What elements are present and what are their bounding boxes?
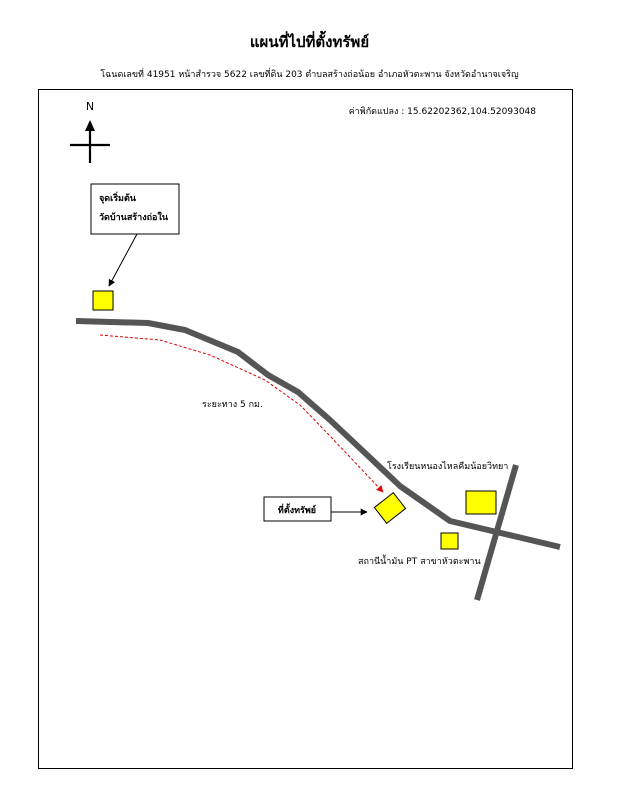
start-point-marker <box>92 290 114 311</box>
coordinates-label: ค่าพิกัดแปลง : 15.62202362,104.52093048 <box>349 106 537 117</box>
cross-road <box>474 464 519 601</box>
map-frame <box>38 89 573 769</box>
distance-label: ระยะทาง 5 กม. <box>202 400 263 410</box>
north-label: N <box>86 100 94 113</box>
start-point-callout <box>90 183 180 235</box>
route-path <box>99 334 384 493</box>
deed-subtitle: โฉนดเลขที่ 41951 หน้าสำรวจ 5622 เลขที่ดิ… <box>100 70 519 80</box>
start-point-label-line2: วัดบ้านสร้างถ่อใน <box>99 211 169 223</box>
map-title: แผนที่ไปที่ตั้งทรัพย์ <box>249 33 370 51</box>
start-point-label-line1: จุดเริ่มต้น <box>99 191 137 204</box>
school-label: โรงเรียนหนองไหลคืมน้อยวิทยา <box>387 461 508 472</box>
school-marker <box>465 490 497 515</box>
gas-station-label: สถานีน้ำมัน PT สาขาหัวตะพาน <box>358 554 481 567</box>
property-label: ที่ตั้งทรัพย์ <box>278 503 316 516</box>
compass-icon <box>70 120 110 163</box>
property-marker <box>373 492 407 524</box>
start-point-pointer <box>108 233 138 287</box>
property-callout <box>263 496 332 522</box>
gas-station-marker <box>440 532 459 550</box>
main-road <box>75 318 561 550</box>
